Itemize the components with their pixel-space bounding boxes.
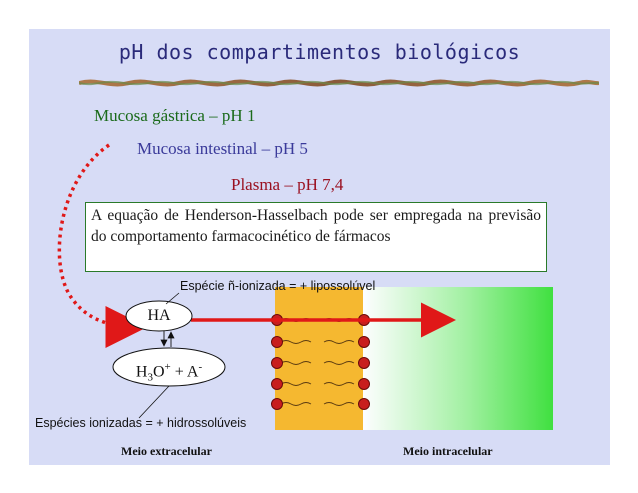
intestinal-mucosa-label: Mucosa intestinal – pH 5 (137, 139, 308, 158)
intracellular-region (363, 287, 553, 430)
ha-label: HA (147, 307, 171, 324)
extracellular-label: Meio extracelular (121, 444, 212, 458)
h3o-o: O (152, 363, 165, 381)
gastric-mucosa-label: Mucosa gástrica – pH 1 (94, 106, 256, 125)
h3o-sub: 3 (147, 371, 153, 384)
dotted-transport-arrow (57, 143, 148, 348)
nonionized-label: Espécie ñ-ionizada = + lipossolúvel (180, 279, 376, 293)
ionized-label: Espécies ionizadas = + hidrossolúveis (35, 416, 247, 430)
h3o-a-label: H3O+ + A- (113, 349, 225, 385)
intracellular-label: Meio intracelular (403, 444, 493, 458)
plasma-label: Plasma – pH 7,4 (231, 175, 344, 194)
slide: pH dos compartimentos biológicos Mucosa … (29, 29, 610, 465)
ionized-pointer (138, 385, 170, 419)
henderson-box: A equação de Henderson-Hasselbach pode s… (85, 202, 547, 272)
rope-divider (79, 79, 599, 87)
ha-oval (125, 300, 193, 332)
h3o-h: H (135, 363, 148, 381)
lipid-bilayer (275, 287, 363, 430)
nonionized-pointer (165, 292, 180, 305)
membrane-diagram (57, 143, 553, 430)
h3o-plus-a: + A (170, 363, 199, 381)
a-minus-sup: - (198, 361, 203, 373)
slide-title: pH dos compartimentos biológicos (118, 40, 521, 64)
h3o-sup: + (164, 361, 171, 373)
